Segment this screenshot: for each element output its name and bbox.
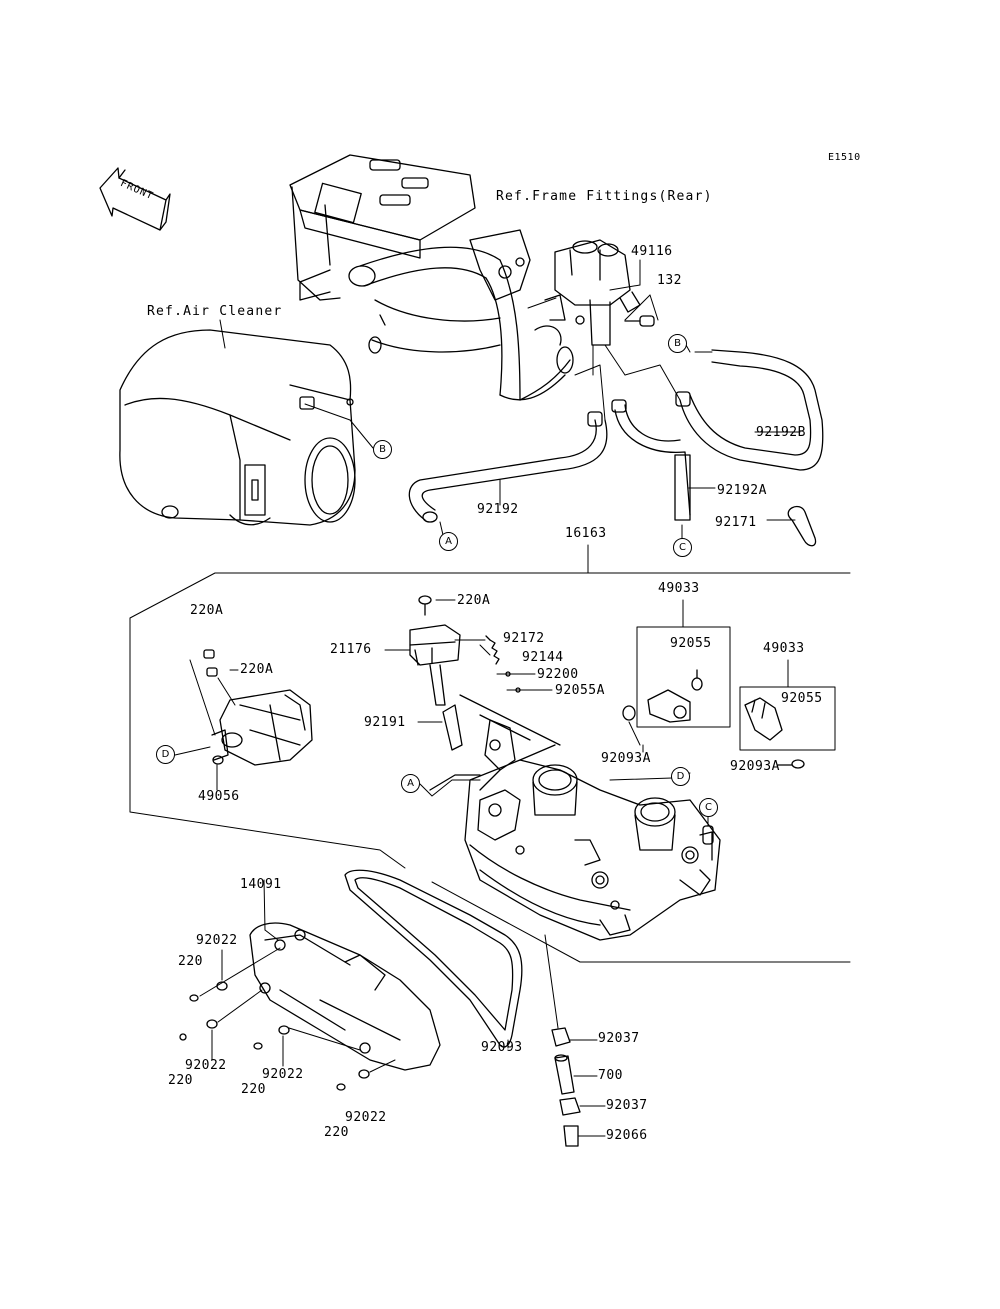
frame-fitting-drawing xyxy=(289,154,574,401)
part-label-220A-1: 220A xyxy=(457,593,491,608)
callout-c-throttle: C xyxy=(699,798,718,817)
part-label-21176: 21176 xyxy=(330,642,372,657)
drain-tube-drawing xyxy=(544,934,606,1147)
callout-d-throttle: D xyxy=(671,767,690,786)
part-label-49033-a: 49033 xyxy=(658,581,700,596)
part-label-92037-1: 92037 xyxy=(598,1031,640,1046)
callout-d-bracket: D xyxy=(156,745,175,764)
callout-b-top: B xyxy=(668,334,687,353)
part-label-700: 700 xyxy=(598,1068,623,1083)
hose-92192A-drawing xyxy=(611,399,691,521)
bracket-49056-drawing xyxy=(174,649,313,791)
part-label-92022-2: 92022 xyxy=(185,1058,227,1073)
part-label-92022-4: 92022 xyxy=(345,1110,387,1125)
part-label-92172: 92172 xyxy=(503,631,545,646)
part-label-92037-2: 92037 xyxy=(606,1098,648,1113)
bolt-132-drawing xyxy=(624,315,655,327)
injector-group-boxes xyxy=(636,599,836,751)
part-label-92192A: 92192A xyxy=(717,483,767,498)
part-label-92055-a: 92055 xyxy=(670,636,712,651)
throttle-body-drawing xyxy=(429,719,721,941)
part-label-92200: 92200 xyxy=(537,667,579,682)
part-label-92093A-2: 92093A xyxy=(730,759,780,774)
hose-92192B-drawing xyxy=(675,349,824,471)
callout-a-throttle: A xyxy=(401,774,420,793)
part-label-16163: 16163 xyxy=(565,526,607,541)
part-label-220A-2: 220A xyxy=(190,603,224,618)
part-label-220-4: 220 xyxy=(324,1125,349,1140)
ref-air-cleaner: Ref.Air Cleaner xyxy=(147,304,283,319)
sensor-21176-drawing xyxy=(409,595,463,751)
part-label-92144: 92144 xyxy=(522,650,564,665)
oring-92093A-drawing xyxy=(622,705,636,721)
part-label-92022-3: 92022 xyxy=(262,1067,304,1082)
part-label-49056: 49056 xyxy=(198,789,240,804)
air-cleaner-drawing xyxy=(119,329,356,526)
part-label-14091: 14091 xyxy=(240,877,282,892)
injector-49033b-drawing xyxy=(744,697,805,769)
group-outline-16163 xyxy=(129,544,851,963)
part-label-220A-3: 220A xyxy=(240,662,274,677)
part-label-220-3: 220 xyxy=(241,1082,266,1097)
part-label-92093: 92093 xyxy=(481,1040,523,1055)
bolts-washers-drawing xyxy=(179,879,396,1091)
gasket-92093-drawing xyxy=(344,869,523,1049)
part-label-220-2: 220 xyxy=(168,1073,193,1088)
part-label-92191: 92191 xyxy=(364,715,406,730)
part-label-92192: 92192 xyxy=(477,502,519,517)
injector-49033a-drawing xyxy=(647,669,703,723)
part-label-92022-1: 92022 xyxy=(196,933,238,948)
part-label-92171: 92171 xyxy=(715,515,757,530)
diagram-code: E1510 xyxy=(828,152,861,163)
part-label-92055-b: 92055 xyxy=(781,691,823,706)
callout-b-aircleaner: B xyxy=(373,440,392,459)
valve-49116-drawing xyxy=(544,239,641,346)
hose-92192-drawing xyxy=(408,411,608,523)
callout-c-hose: C xyxy=(673,538,692,557)
part-label-92093A-1: 92093A xyxy=(601,751,651,766)
part-label-92192B: 92192B xyxy=(756,425,806,440)
part-label-132: 132 xyxy=(657,273,682,288)
part-label-49033-b: 49033 xyxy=(763,641,805,656)
ref-frame-fittings: Ref.Frame Fittings(Rear) xyxy=(496,189,713,204)
part-label-49116: 49116 xyxy=(631,244,673,259)
part-label-220-1: 220 xyxy=(178,954,203,969)
callout-a-hose: A xyxy=(439,532,458,551)
front-arrow-icon xyxy=(99,167,171,231)
clip-92171-drawing xyxy=(787,505,817,547)
cover-14091-drawing xyxy=(249,922,441,1071)
part-label-92055A: 92055A xyxy=(555,683,605,698)
part-label-92066: 92066 xyxy=(606,1128,648,1143)
